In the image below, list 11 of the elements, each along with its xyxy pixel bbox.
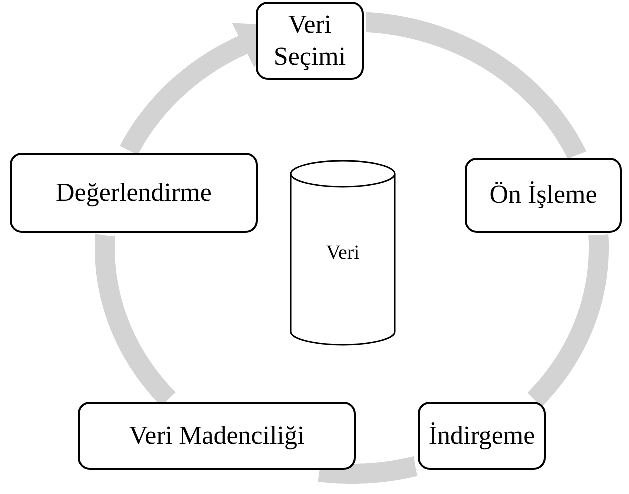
- process-box: [465, 158, 622, 233]
- step-label: Veri Seçimi: [272, 8, 348, 73]
- step-label: Ön İşleme: [490, 179, 598, 212]
- process-box: [256, 2, 364, 80]
- step-label: Değerlendirme: [56, 176, 212, 209]
- step-label: Veri Madenciliği: [129, 420, 305, 452]
- step-label: İndirgeme: [428, 420, 536, 452]
- process-box: [10, 153, 258, 233]
- process-box: [78, 402, 356, 470]
- step-label: Veri: [326, 240, 360, 266]
- process-box: [418, 402, 546, 470]
